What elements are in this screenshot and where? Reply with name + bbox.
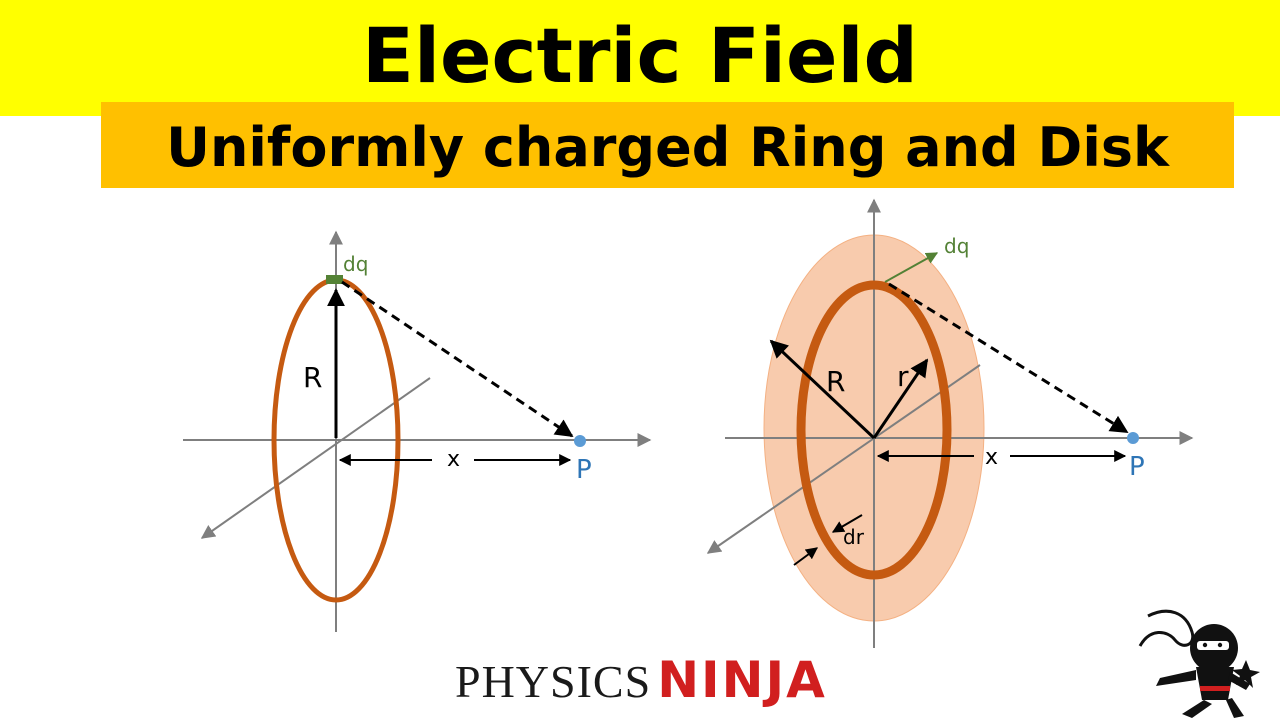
ring-dq-element: [326, 275, 343, 284]
ring-point-p: [574, 435, 586, 447]
disk-dq-label: dq: [944, 234, 969, 258]
ring-distance-label: x: [447, 447, 460, 472]
ring-dq-label: dq: [343, 252, 368, 276]
disk-diagram: dq R r dr x P: [708, 200, 1192, 648]
ring-field-line: [342, 282, 572, 436]
logo-word-physics: PHYSICS: [455, 656, 651, 707]
ring-radius-label: R: [303, 361, 322, 394]
disk-point-p: [1127, 432, 1139, 444]
disk-dr-label: dr: [843, 525, 865, 549]
disk-radius-label: R: [826, 365, 845, 398]
disk-ring-radius-label: r: [897, 360, 909, 393]
ring-diagram: dq R x P: [183, 232, 650, 632]
ninja-mascot-icon: [1140, 611, 1260, 718]
disk-distance-label: x: [985, 445, 998, 470]
logo-word-ninja: NINJA: [657, 651, 827, 709]
disk-point-label: P: [1129, 452, 1145, 482]
physics-ninja-logo: PHYSICSNINJA: [455, 650, 827, 710]
ring-point-label: P: [576, 455, 592, 485]
